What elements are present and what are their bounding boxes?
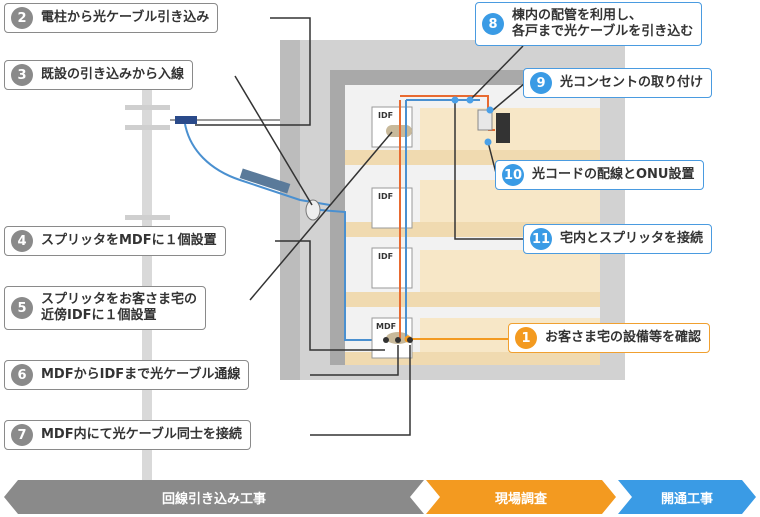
callout-8: 8 棟内の配管を利用し、 各戸まで光ケーブルを引き込む bbox=[475, 2, 703, 46]
callout-7: 7 MDF内にて光ケーブル同士を接続 bbox=[4, 420, 251, 450]
step-number: 11 bbox=[530, 228, 552, 250]
callout-text: MDFからIDFまで光ケーブル通線 bbox=[41, 367, 241, 382]
callout-text: スプリッタをお客さま宅の 近傍IDFに１個設置 bbox=[41, 292, 197, 324]
step-number: 7 bbox=[11, 424, 33, 446]
step-number: 5 bbox=[11, 297, 33, 319]
callout-text: 電柱から光ケーブル引き込み bbox=[41, 10, 210, 25]
callout-3: 3 既設の引き込みから入線 bbox=[4, 60, 194, 90]
onu-equipment bbox=[477, 109, 510, 143]
callout-line-1: 棟内の配管を利用し、 bbox=[512, 8, 643, 23]
callout-text: 光コンセントの取り付け bbox=[560, 75, 704, 90]
phase-survey: 現場調査 bbox=[426, 480, 616, 514]
idf-low-label: IDF bbox=[378, 252, 394, 261]
step-number: 3 bbox=[11, 64, 33, 86]
callout-text: スプリッタをMDFに１個設置 bbox=[41, 233, 217, 248]
step-number: 8 bbox=[482, 13, 504, 35]
callout-11: 11 宅内とスプリッタを接続 bbox=[523, 224, 713, 254]
mdf-dots bbox=[383, 337, 413, 343]
callout-text: 棟内の配管を利用し、 各戸まで光ケーブルを引き込む bbox=[512, 8, 693, 40]
callout-line-1: スプリッタをお客さま宅の bbox=[41, 292, 198, 307]
callout-text: MDF内にて光ケーブル同士を接続 bbox=[41, 427, 242, 442]
idf-mid-label: IDF bbox=[378, 192, 394, 201]
callout-2: 2 電柱から光ケーブル引き込み bbox=[4, 3, 219, 33]
callout-5: 5 スプリッタをお客さま宅の 近傍IDFに１個設置 bbox=[4, 286, 207, 330]
leader-lines bbox=[195, 17, 528, 436]
step-number: 4 bbox=[11, 230, 33, 252]
callout-10: 10 光コードの配線とONU設置 bbox=[495, 160, 704, 190]
callout-9: 9 光コンセントの取り付け bbox=[523, 68, 713, 98]
callout-text: 宅内とスプリッタを接続 bbox=[560, 231, 704, 246]
callout-1: 1 お客さま宅の設備等を確認 bbox=[508, 323, 711, 353]
callout-line-2: 各戸まで光ケーブルを引き込む bbox=[512, 24, 694, 39]
step-number: 9 bbox=[530, 72, 552, 94]
phase-construction: 回線引き込み工事 bbox=[4, 480, 424, 514]
outside-cable bbox=[184, 123, 385, 341]
phase-opening: 開通工事 bbox=[618, 480, 756, 514]
step-number: 10 bbox=[502, 164, 524, 186]
callout-text: 既設の引き込みから入線 bbox=[41, 67, 185, 82]
callout-text: 光コードの配線とONU設置 bbox=[532, 167, 695, 182]
leader-dots bbox=[451, 96, 494, 146]
callout-6: 6 MDFからIDFまで光ケーブル通線 bbox=[4, 360, 250, 390]
callout-4: 4 スプリッタをMDFに１個設置 bbox=[4, 226, 226, 256]
mdf-label: MDF bbox=[376, 322, 397, 331]
step-number: 6 bbox=[11, 364, 33, 386]
callout-line-2: 近傍IDFに１個設置 bbox=[41, 308, 157, 323]
idf-top-label: IDF bbox=[378, 111, 394, 120]
callout-text: お客さま宅の設備等を確認 bbox=[545, 330, 702, 345]
step-number: 1 bbox=[515, 327, 537, 349]
step-number: 2 bbox=[11, 7, 33, 29]
